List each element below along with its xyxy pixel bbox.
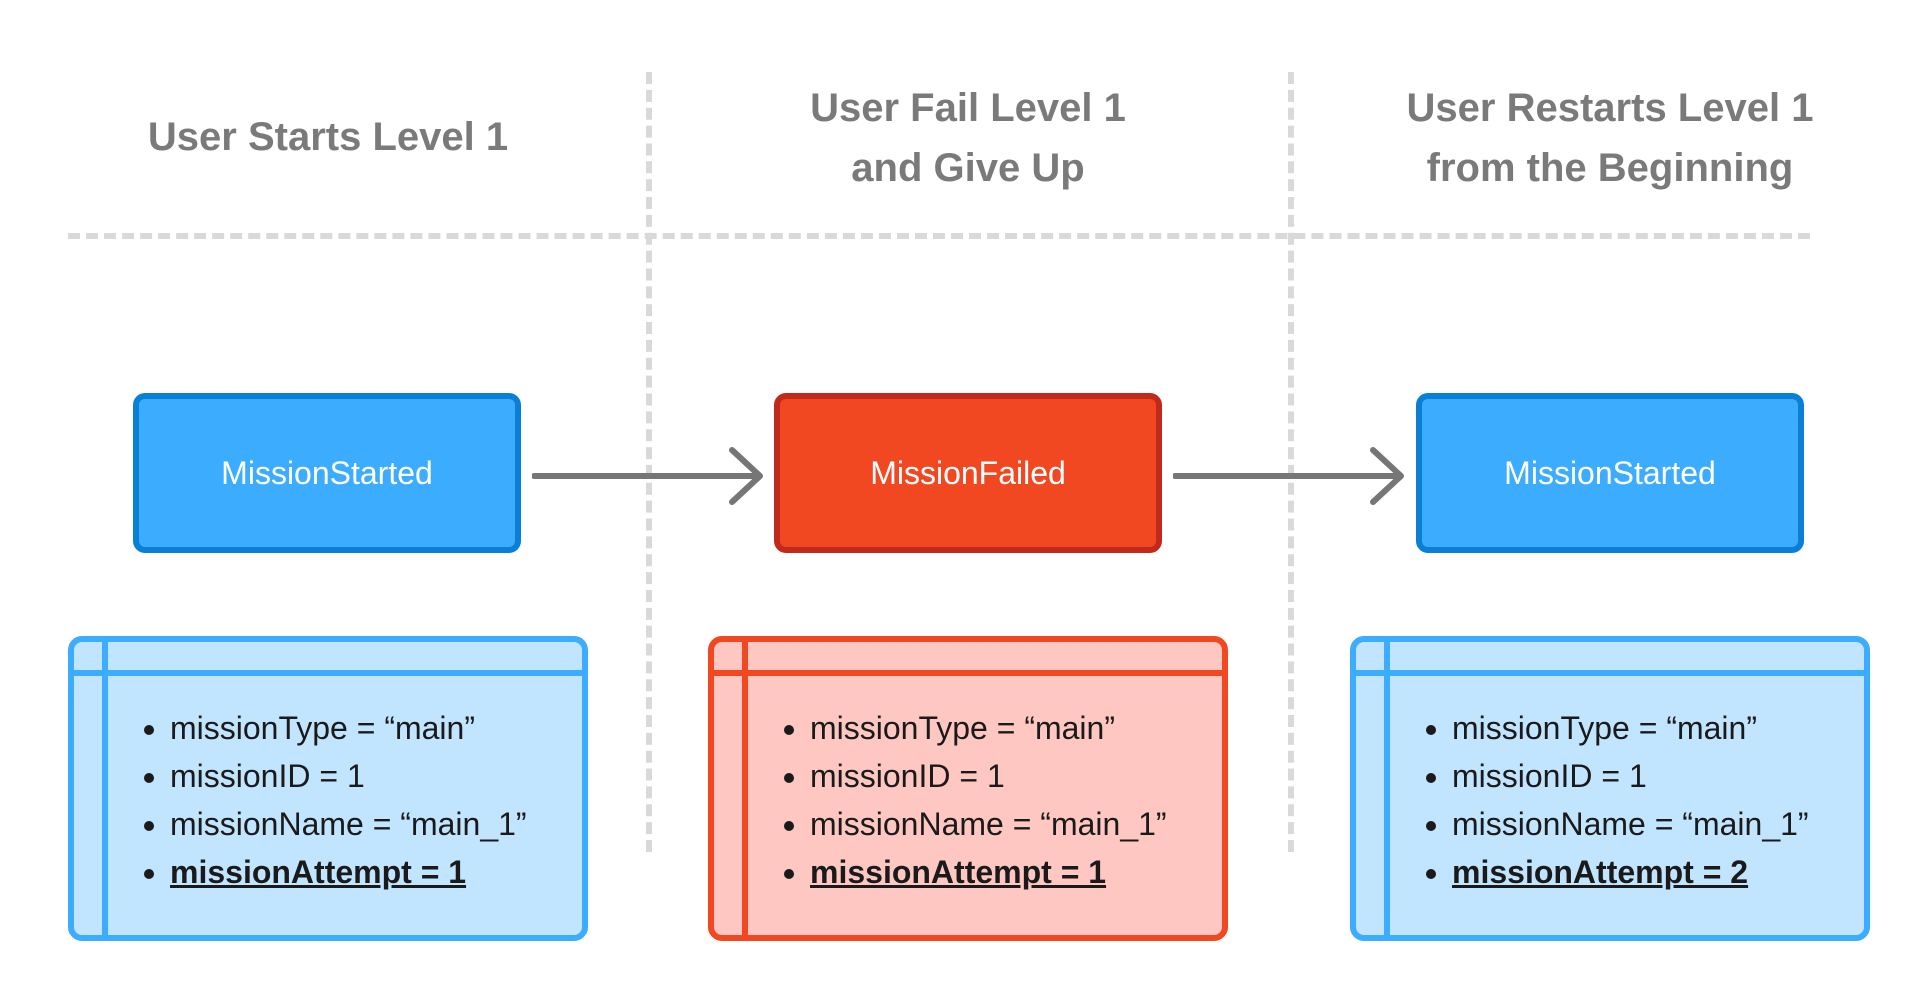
column-title-2-line-2: and Give Up [851, 146, 1085, 190]
property-mission-type: missionType = “main” [810, 704, 1167, 752]
column-title-1: User Starts Level 1 [68, 107, 588, 167]
event-label: MissionFailed [870, 454, 1066, 491]
property-mission-attempt: missionAttempt = 1 [810, 848, 1167, 896]
card-side-bar [742, 642, 748, 935]
properties-card-1: missionType = “main” missionID = 1 missi… [68, 636, 588, 941]
property-mission-name: missionName = “main_1” [1452, 800, 1809, 848]
event-label: MissionStarted [221, 454, 433, 491]
event-label: MissionStarted [1504, 454, 1716, 491]
property-list: missionType = “main” missionID = 1 missi… [144, 704, 527, 896]
property-mission-id: missionID = 1 [170, 752, 527, 800]
column-title-2: User Fail Level 1 and Give Up [708, 78, 1228, 198]
event-mission-started-2: MissionStarted [1416, 393, 1804, 553]
property-mission-attempt: missionAttempt = 1 [170, 848, 527, 896]
property-list: missionType = “main” missionID = 1 missi… [784, 704, 1167, 896]
column-title-3-line-1: User Restarts Level 1 [1406, 86, 1814, 130]
property-mission-name: missionName = “main_1” [170, 800, 527, 848]
header-divider [68, 233, 1810, 239]
property-mission-type: missionType = “main” [1452, 704, 1809, 752]
column-title-3: User Restarts Level 1 from the Beginning [1350, 78, 1870, 198]
card-header-bar [714, 670, 1222, 676]
property-list: missionType = “main” missionID = 1 missi… [1426, 704, 1809, 896]
property-mission-name: missionName = “main_1” [810, 800, 1167, 848]
card-header-bar [74, 670, 582, 676]
card-side-bar [1384, 642, 1390, 935]
arrow-right-icon [1173, 447, 1404, 505]
event-mission-failed: MissionFailed [774, 393, 1162, 553]
arrow-right-icon [532, 447, 763, 505]
column-divider-1 [646, 72, 652, 852]
card-side-bar [102, 642, 108, 935]
card-header-bar [1356, 670, 1864, 676]
property-mission-id: missionID = 1 [1452, 752, 1809, 800]
column-divider-2 [1288, 72, 1294, 852]
column-title-2-line-1: User Fail Level 1 [810, 86, 1126, 130]
column-title-3-line-2: from the Beginning [1426, 146, 1794, 190]
properties-card-2: missionType = “main” missionID = 1 missi… [708, 636, 1228, 941]
event-mission-started-1: MissionStarted [133, 393, 521, 553]
property-mission-type: missionType = “main” [170, 704, 527, 752]
property-mission-id: missionID = 1 [810, 752, 1167, 800]
column-title-1-line-1: User Starts Level 1 [147, 115, 509, 159]
properties-card-3: missionType = “main” missionID = 1 missi… [1350, 636, 1870, 941]
property-mission-attempt: missionAttempt = 2 [1452, 848, 1809, 896]
